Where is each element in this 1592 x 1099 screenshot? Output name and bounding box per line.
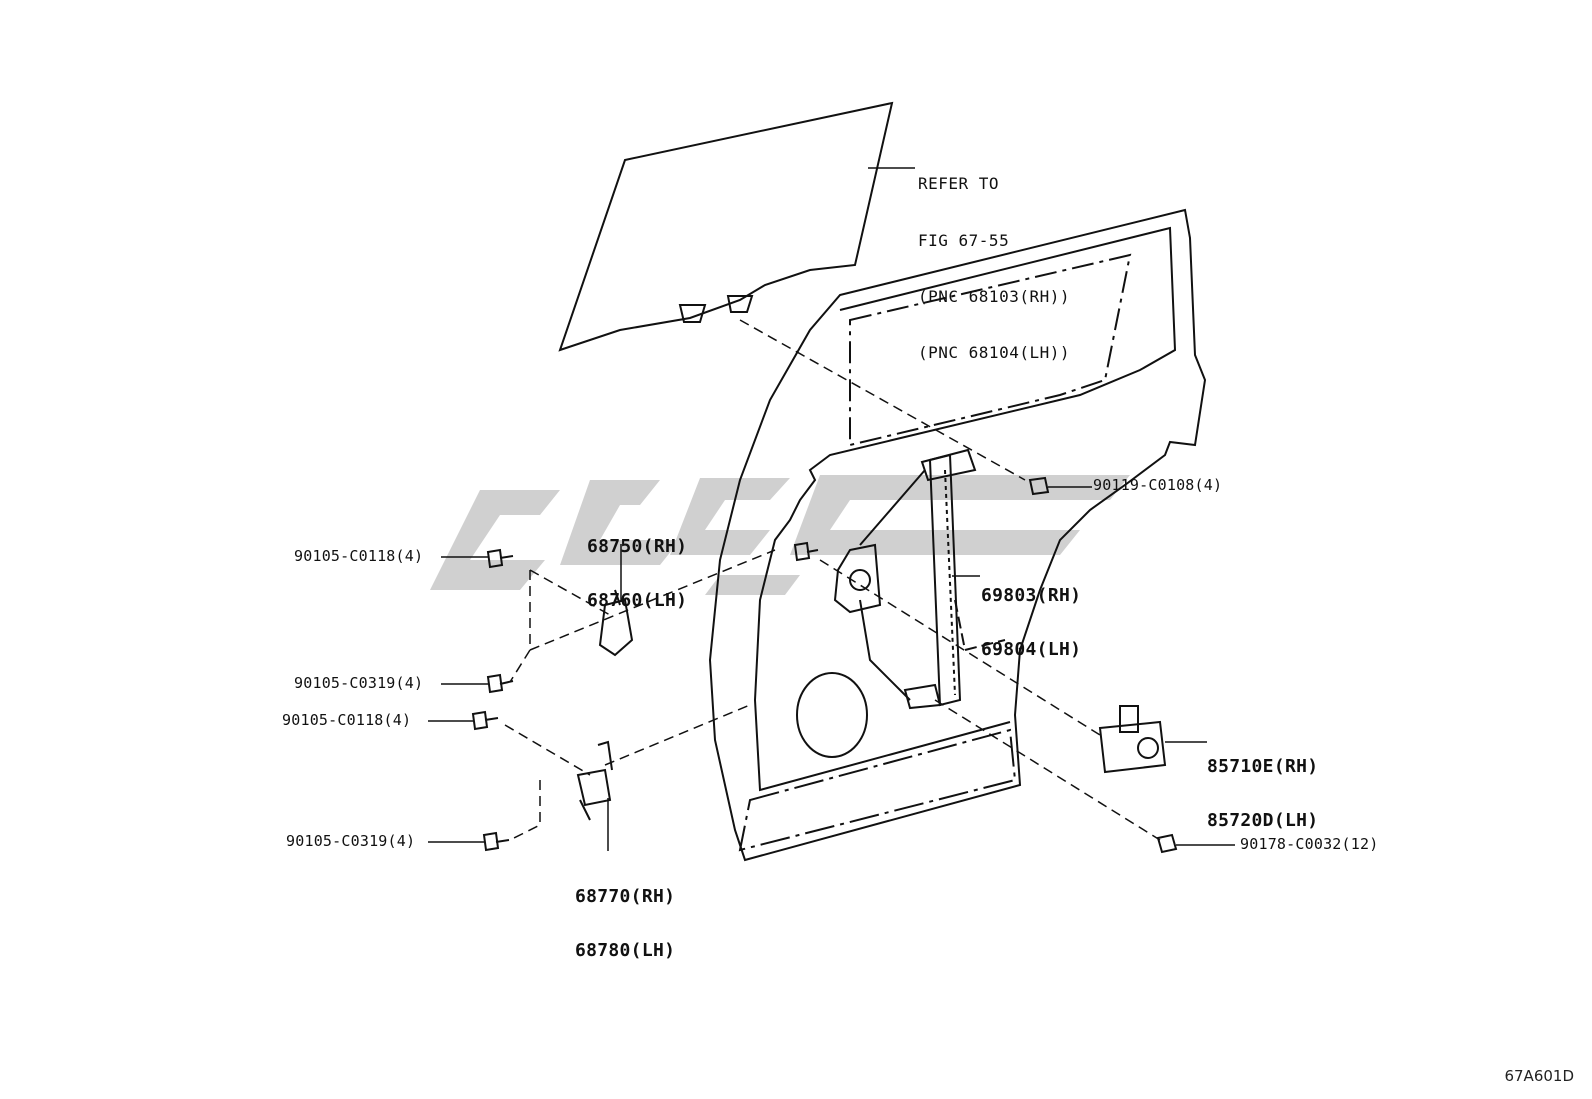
hinge-lower-drawing — [576, 740, 613, 821]
part-label-hinge-lower[interactable]: 68770(RH) 68780(LH) — [575, 852, 675, 996]
fastener-icons — [471, 476, 1178, 854]
part-number-rh: 85710E(RH) — [1207, 756, 1319, 777]
part-label-regulator-motor[interactable]: 85710E(RH) 85720D(LH) — [1207, 722, 1318, 866]
refer-note-line: FIG 67-55 — [918, 230, 1010, 250]
part-label-hinge-upper[interactable]: 68750(RH) 68760(LH) — [587, 502, 687, 646]
part-label-90119-c0108[interactable]: 90119-C0108(4) — [1093, 476, 1223, 494]
window-regulator — [833, 448, 977, 710]
part-number-rh: 69803(RH) — [981, 585, 1082, 606]
door-glass — [558, 101, 894, 352]
refer-note-line: (PNC 68104(LH)) — [918, 342, 1070, 362]
leader-lines — [428, 486, 1235, 851]
refer-note-line: REFER TO — [918, 174, 1000, 194]
regulator-motor-drawing — [1098, 705, 1167, 774]
door-panel — [708, 208, 1207, 862]
part-label-90105-c0118-lower[interactable]: 90105-C0118(4) — [282, 711, 412, 729]
part-number-rh: 68770(RH) — [575, 886, 676, 907]
watermark-logo — [430, 475, 1130, 595]
part-label-window-regulator[interactable]: 69803(RH) 69804(LH) — [981, 551, 1081, 695]
part-label-90105-c0319-lower[interactable]: 90105-C0319(4) — [286, 832, 416, 850]
part-number-lh: 85720D(LH) — [1207, 810, 1319, 831]
part-label-90105-c0118-upper[interactable]: 90105-C0118(4) — [294, 547, 424, 565]
refer-note-line: (PNC 68103(RH)) — [918, 286, 1070, 306]
part-number-rh: 68750(RH) — [587, 536, 688, 557]
part-number-lh: 68780(LH) — [575, 940, 676, 961]
part-number-lh: 68760(LH) — [587, 590, 688, 611]
dashed-leader-lines — [504, 319, 1161, 841]
part-label-90105-c0319-upper[interactable]: 90105-C0319(4) — [294, 674, 424, 692]
refer-note: REFER TO FIG 67-55 (PNC 68103(RH)) (PNC … — [918, 138, 1070, 400]
figure-code: 67A601D — [1504, 1067, 1574, 1085]
part-number-lh: 69804(LH) — [981, 639, 1082, 660]
part-label-90178-c0032[interactable]: 90178-C0032(12) — [1240, 835, 1379, 853]
